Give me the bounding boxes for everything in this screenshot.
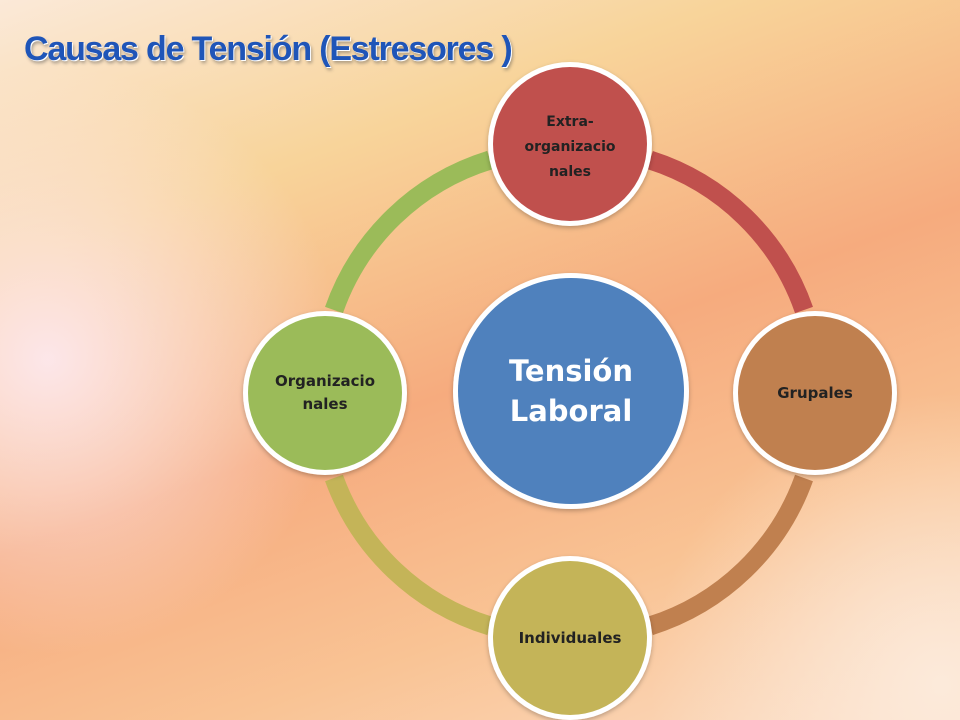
node-organizacionales-label-line-2: nales (302, 395, 347, 413)
node-individuales: Individuales (488, 556, 652, 720)
node-organizacionales: Organizacio nales (243, 311, 407, 475)
svg-text:Extra-: Extra- (546, 114, 594, 130)
slide-title: Causas de Tensión (Estresores ) (24, 30, 513, 68)
ring-arc-individuales-to-organizacionales (325, 474, 493, 636)
svg-text:nales: nales (302, 395, 347, 413)
node-grupales-label: Grupales (777, 384, 853, 402)
ring-arc-organizacionales-to-extra (325, 150, 493, 314)
node-extra-label-line-3: nales (549, 164, 591, 180)
node-individuales-label: Individuales (519, 629, 622, 647)
svg-text:organizacio: organizacio (524, 139, 615, 155)
svg-text:Individuales: Individuales (519, 629, 622, 647)
node-extra-organizacionales: Extra- organizacio nales (488, 62, 652, 226)
center-node-tension-laboral: Tensión Laboral (453, 273, 689, 509)
center-label-line-1: Tensión (509, 354, 633, 388)
svg-text:Grupales: Grupales (777, 384, 853, 402)
center-label-line-2: Laboral (510, 394, 633, 428)
node-organizacionales-label-line-1: Organizacio (275, 372, 375, 390)
node-grupales: Grupales (733, 311, 897, 475)
svg-text:Laboral: Laboral (510, 394, 633, 428)
ring-arc-grupales-to-individuales (647, 474, 813, 636)
svg-text:nales: nales (549, 164, 591, 180)
ring-arc-extra-to-grupales (647, 150, 813, 314)
node-extra-label-line-1: Extra- (546, 114, 594, 130)
svg-text:Tensión: Tensión (509, 354, 633, 388)
svg-text:Organizacio: Organizacio (275, 372, 375, 390)
node-extra-label-line-2: organizacio (524, 139, 615, 155)
